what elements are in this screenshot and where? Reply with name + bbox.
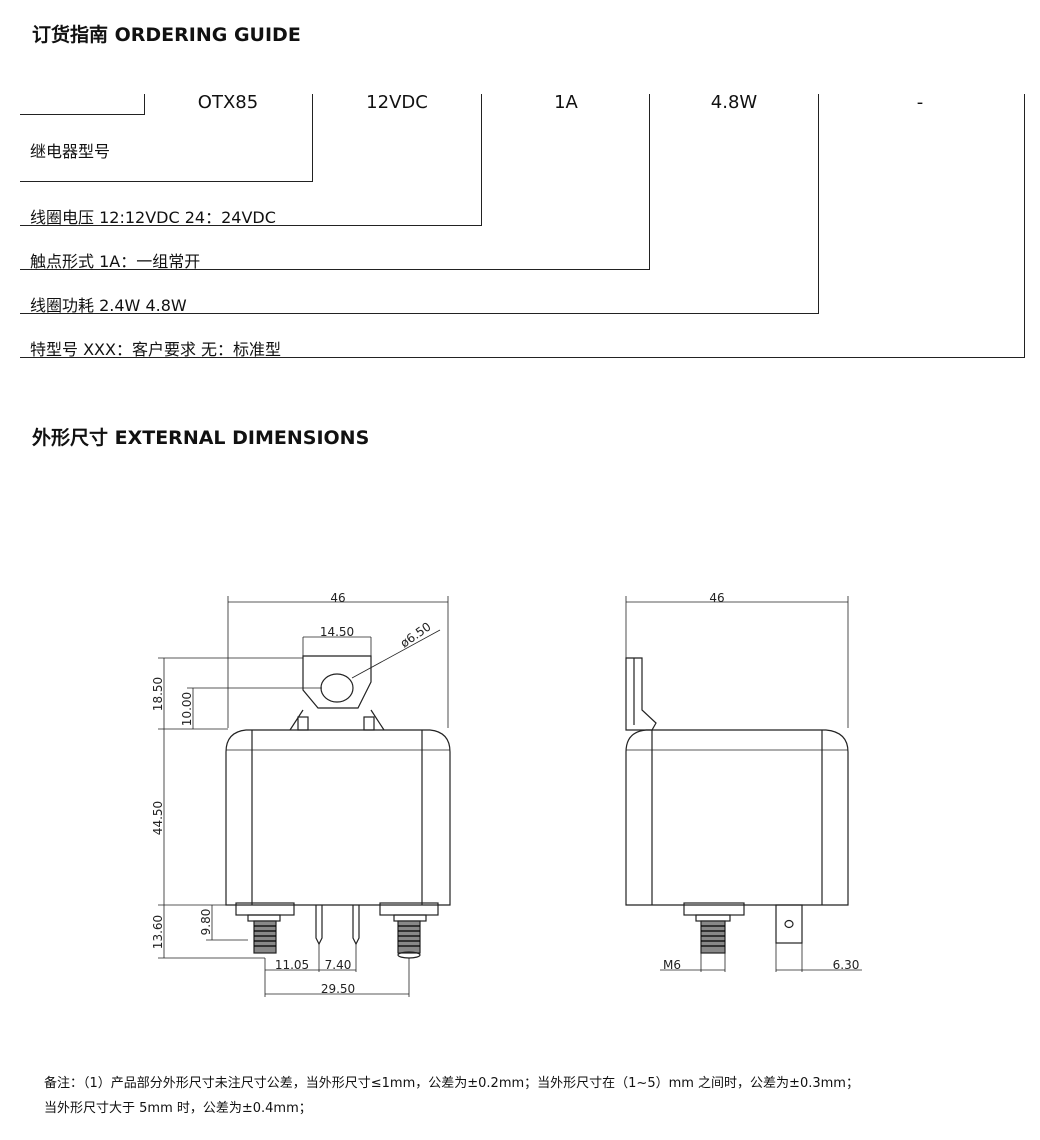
dim-h-13-60: 13.60: [151, 915, 165, 949]
guide-line: [20, 181, 313, 182]
dim-h-10-00: 10.00: [180, 692, 194, 726]
dim-hole-diameter: ø6.50: [398, 619, 434, 650]
dim-side-width: 46: [709, 591, 724, 605]
side-view: [625, 596, 862, 972]
dim-front-width: 46: [330, 591, 345, 605]
guide-line: [20, 225, 482, 226]
guide-line: [818, 94, 819, 314]
dim-h-44-50: 44.50: [151, 801, 165, 835]
guide-line: [1024, 94, 1025, 357]
dim-w-7-40: 7.40: [325, 958, 352, 972]
row-contact-form: 触点形式 1A：一组常开: [30, 252, 201, 271]
row-coil-power: 线圈功耗 2.4W 4.8W: [30, 296, 187, 315]
code-voltage: 12VDC: [366, 92, 428, 113]
front-view: [158, 596, 451, 997]
dim-m6: M6: [663, 958, 681, 972]
code-special: -: [916, 92, 924, 113]
guide-line: [649, 94, 650, 270]
note-line-2: 当外形尺寸大于 5mm 时，公差为±0.4mm；: [44, 1101, 312, 1116]
dim-h-18-50: 18.50: [151, 677, 165, 711]
dim-w-11-05: 11.05: [275, 958, 309, 972]
dimension-drawing: 46 14.50 ø6.50 18.50 10.00 44.50 13.60 9…: [151, 591, 862, 997]
guide-line: [481, 94, 482, 226]
guide-line: [312, 94, 313, 182]
guide-line: [20, 114, 144, 115]
dim-w-29-50: 29.50: [321, 982, 355, 996]
code-model: OTX85: [197, 92, 259, 113]
guide-line: [20, 269, 650, 270]
code-power: 4.8W: [710, 92, 758, 113]
code-contact: 1A: [554, 92, 578, 113]
dim-w-6-30: 6.30: [833, 958, 860, 972]
note-line-1: 备注：（1）产品部分外形尺寸未注尺寸公差，当外形尺寸≤1mm，公差为±0.2mm…: [44, 1076, 859, 1091]
external-dimensions-title: 外形尺寸 EXTERNAL DIMENSIONS: [32, 427, 370, 449]
guide-line: [20, 357, 1025, 358]
dim-tab-width: 14.50: [320, 625, 354, 639]
row-model-type: 继电器型号: [30, 142, 111, 161]
row-coil-voltage: 线圈电压 12:12VDC 24：24VDC: [30, 208, 276, 227]
dim-h-9-80: 9.80: [199, 909, 213, 936]
guide-line: [20, 313, 819, 314]
guide-line: [144, 94, 145, 115]
row-special-type: 特型号 XXX：客户要求 无：标准型: [30, 340, 282, 359]
ordering-guide-title: 订货指南 ORDERING GUIDE: [32, 24, 301, 46]
